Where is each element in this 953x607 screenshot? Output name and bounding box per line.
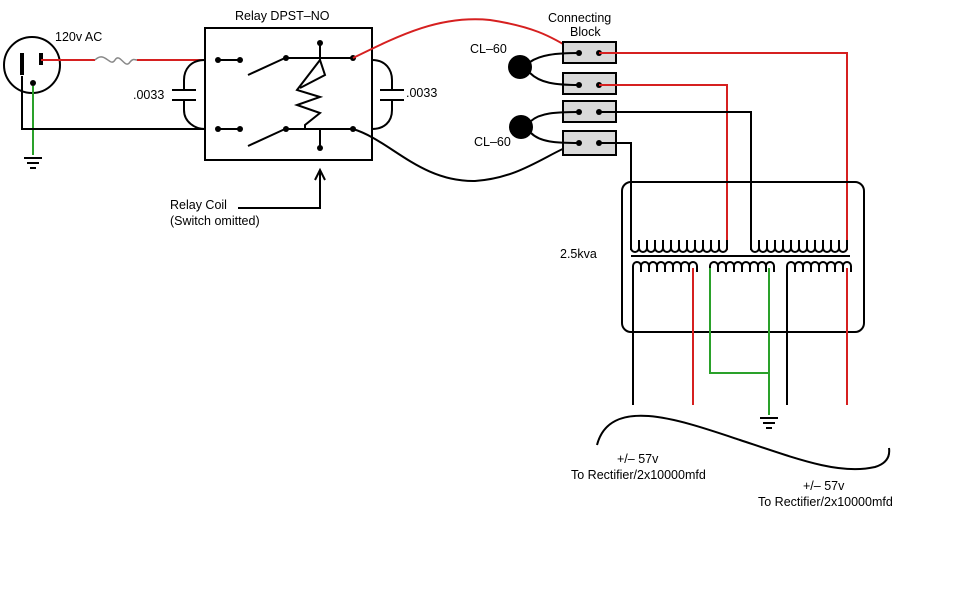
ground-symbol-left xyxy=(24,157,42,169)
relay-hot-output xyxy=(352,18,577,59)
output-bracket xyxy=(596,414,891,471)
capacitor-left xyxy=(172,59,206,130)
relay-box xyxy=(204,27,373,161)
fuse-icon xyxy=(94,56,138,65)
relay-coil-pointer xyxy=(238,167,326,209)
relay-coil-label: Relay Coil xyxy=(170,198,227,212)
output-right-sublabel: To Rectifier/2x10000mfd xyxy=(758,495,893,509)
primary-wire-2 xyxy=(599,84,728,250)
primary-wire-3 xyxy=(599,111,752,250)
connecting-block xyxy=(562,41,617,156)
primary-wire-1 xyxy=(599,52,848,250)
relay-neutral-output xyxy=(352,128,577,183)
thermistor-top xyxy=(508,52,580,86)
thermistor-bottom-label: CL–60 xyxy=(474,135,511,149)
neutral-wire-input xyxy=(21,76,218,130)
capacitor-right xyxy=(371,59,404,130)
connecting-block-sublabel: Block xyxy=(570,25,601,39)
secondary-center-tap xyxy=(709,268,770,374)
output-left-label: +/– 57v xyxy=(617,452,659,466)
output-right-label: +/– 57v xyxy=(803,479,845,493)
terminal-2 xyxy=(562,72,617,95)
relay-coil-upper xyxy=(299,59,327,89)
transformer-rating: 2.5kva xyxy=(560,247,597,261)
ac-source-label: 120v AC xyxy=(55,30,102,44)
ac-outlet xyxy=(3,36,61,94)
output-left-sublabel: To Rectifier/2x10000mfd xyxy=(571,468,706,482)
primary-wire-4 xyxy=(599,142,632,250)
relay-coil-icon xyxy=(293,43,324,148)
relay-title: Relay DPST–NO xyxy=(235,9,330,23)
connecting-block-label: Connecting xyxy=(548,11,611,25)
thermistor-bottom xyxy=(509,111,580,144)
transformer-windings xyxy=(630,240,852,272)
cap-right-label: .0033 xyxy=(406,86,437,100)
relay-coil-sublabel: (Switch omitted) xyxy=(170,214,260,228)
ground-symbol-right xyxy=(760,417,778,429)
thermistor-top-label: CL–60 xyxy=(470,42,507,56)
transformer-box xyxy=(621,181,865,333)
cap-left-label: .0033 xyxy=(133,88,164,102)
